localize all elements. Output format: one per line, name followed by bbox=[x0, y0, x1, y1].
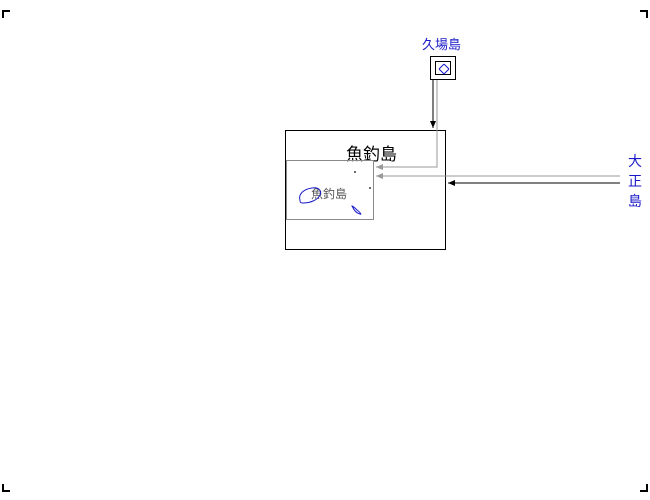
islet-dot bbox=[354, 171, 356, 173]
corner-mark-bottom-right bbox=[640, 484, 648, 492]
kitakojima-islet-shape bbox=[351, 205, 362, 215]
islet-dot bbox=[369, 187, 371, 189]
kubajima-label: 久場島 bbox=[422, 38, 462, 53]
corner-mark-top-left bbox=[2, 10, 10, 18]
kubajima-gray-leader bbox=[376, 130, 438, 170]
corner-mark-top-right bbox=[640, 10, 648, 18]
uotsurijima-island-shape bbox=[299, 187, 321, 204]
taishojima-label: 大正島 bbox=[628, 154, 642, 210]
corner-mark-bottom-left bbox=[2, 484, 10, 492]
kubajima-inset-frame bbox=[435, 61, 451, 75]
kubajima-locator-box[interactable] bbox=[430, 56, 456, 80]
uotsurijima-inset-frame[interactable] bbox=[286, 160, 374, 220]
uotsurijima-main-frame[interactable] bbox=[285, 130, 446, 250]
